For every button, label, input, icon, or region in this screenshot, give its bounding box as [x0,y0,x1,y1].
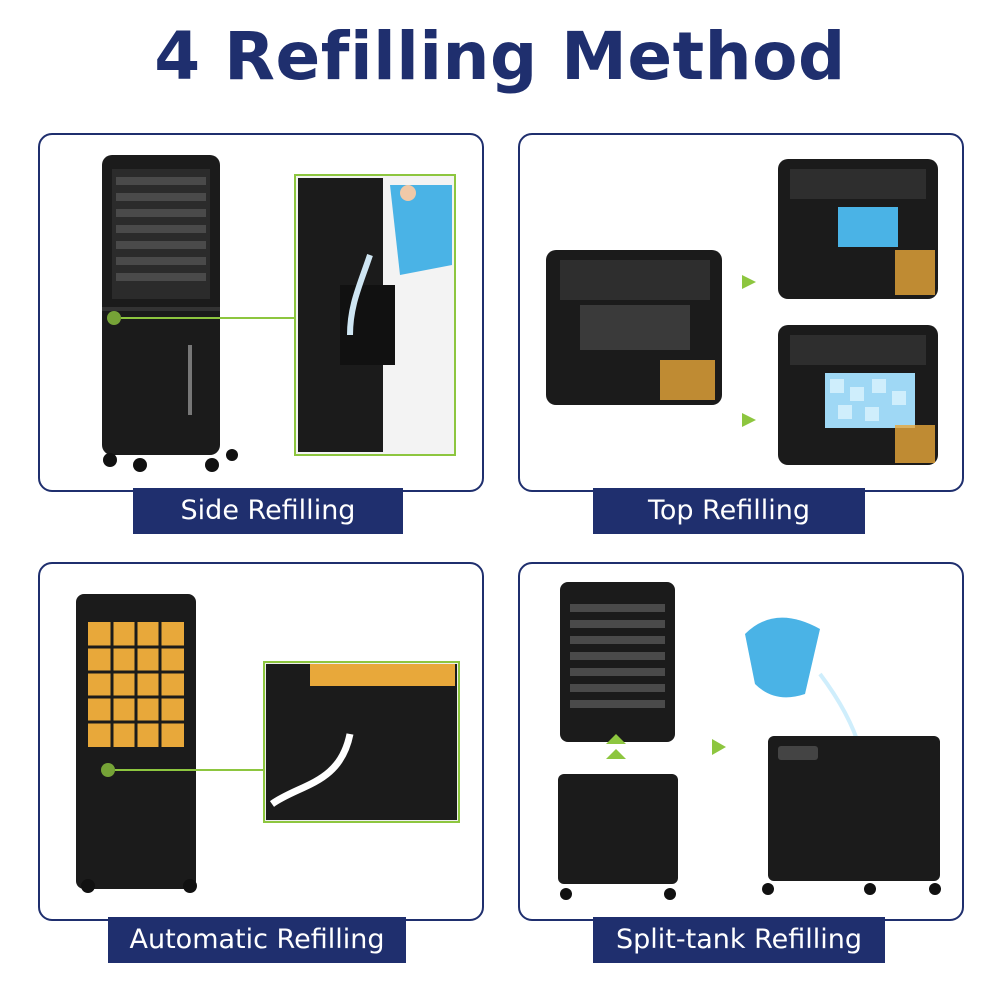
water-bag [390,185,452,275]
arrow-down [742,413,756,427]
split-tank-refilling-label: Split-tank Refilling [593,917,885,963]
automatic-refilling-illustration [76,594,460,893]
ice-pack [838,207,898,247]
side-refilling-illustration [102,155,456,472]
lower-tank [558,774,678,884]
arrow-right [712,739,726,755]
page-title: 4 Refilling Method [154,18,846,95]
automatic-refilling-panel [38,562,484,921]
top-refilling-panel [518,133,964,492]
top-refilling-label: Top Refilling [593,488,865,534]
arrow-up-2 [606,749,626,759]
arrow-up-1 [606,734,626,744]
top-refilling-illustration [546,159,938,465]
side-refilling-label: Side Refilling [133,488,403,534]
split-tank-refilling-illustration [558,582,941,900]
split-tank-refilling-panel [518,562,964,921]
side-port-marker [107,311,121,325]
water-hose [269,733,354,807]
automatic-refilling-label: Automatic Refilling [108,917,406,963]
water-bucket [745,617,820,698]
inlet-marker [101,763,115,777]
side-refilling-panel [38,133,484,492]
arrow-up [742,275,756,289]
open-tank [768,736,940,881]
